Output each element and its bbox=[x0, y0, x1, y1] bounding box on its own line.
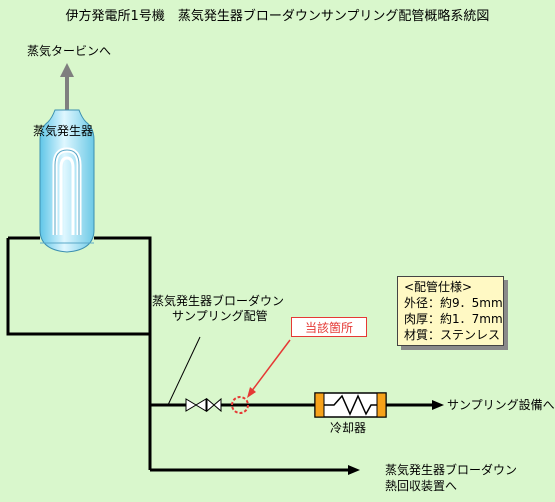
piping-spec-box: <配管仕様> 外径：約9．5mm 肉厚：約1．7mm 材質：ステンレス bbox=[397, 276, 504, 346]
heat-recovery-arrowhead bbox=[348, 465, 360, 475]
cooler-label: 冷却器 bbox=[330, 421, 367, 435]
valve-2 bbox=[206, 397, 222, 413]
cooler bbox=[314, 392, 387, 418]
valve-1 bbox=[185, 398, 207, 412]
blowdown-piping bbox=[6, 236, 432, 472]
sampling-arrowhead bbox=[432, 400, 444, 410]
steam-generator-vessel bbox=[39, 109, 95, 253]
affected-location-marker bbox=[231, 396, 249, 414]
spec-heading: <配管仕様> bbox=[404, 280, 473, 294]
spec-material: 材質：ステンレス bbox=[404, 328, 501, 342]
steam-turbine-arrow bbox=[60, 63, 74, 110]
piping-leader-line bbox=[167, 336, 201, 406]
heat-recovery-label-line2: 熱回収装置へ bbox=[385, 479, 458, 493]
spec-wall-thickness: 肉厚：約1．7mm bbox=[404, 312, 503, 326]
callout-pointer bbox=[247, 339, 291, 398]
diagram-title: 伊方発電所1号機 蒸気発生器ブローダウンサンプリング配管概略系統図 bbox=[65, 9, 490, 24]
piping-label-line2: サンプリング配管 bbox=[172, 309, 268, 323]
spec-outer-diameter: 外径：約9．5mm bbox=[404, 296, 503, 310]
turbine-label: 蒸気タービンへ bbox=[27, 44, 112, 58]
steam-generator-label: 蒸気発生器 bbox=[33, 124, 94, 138]
piping-label-line1: 蒸気発生器ブローダウン bbox=[152, 294, 285, 308]
heat-recovery-label-line1: 蒸気発生器ブローダウン bbox=[385, 463, 518, 477]
sampling-equipment-label: サンプリング設備へ bbox=[447, 398, 555, 412]
affected-location-callout: 当該箇所 bbox=[291, 317, 367, 337]
